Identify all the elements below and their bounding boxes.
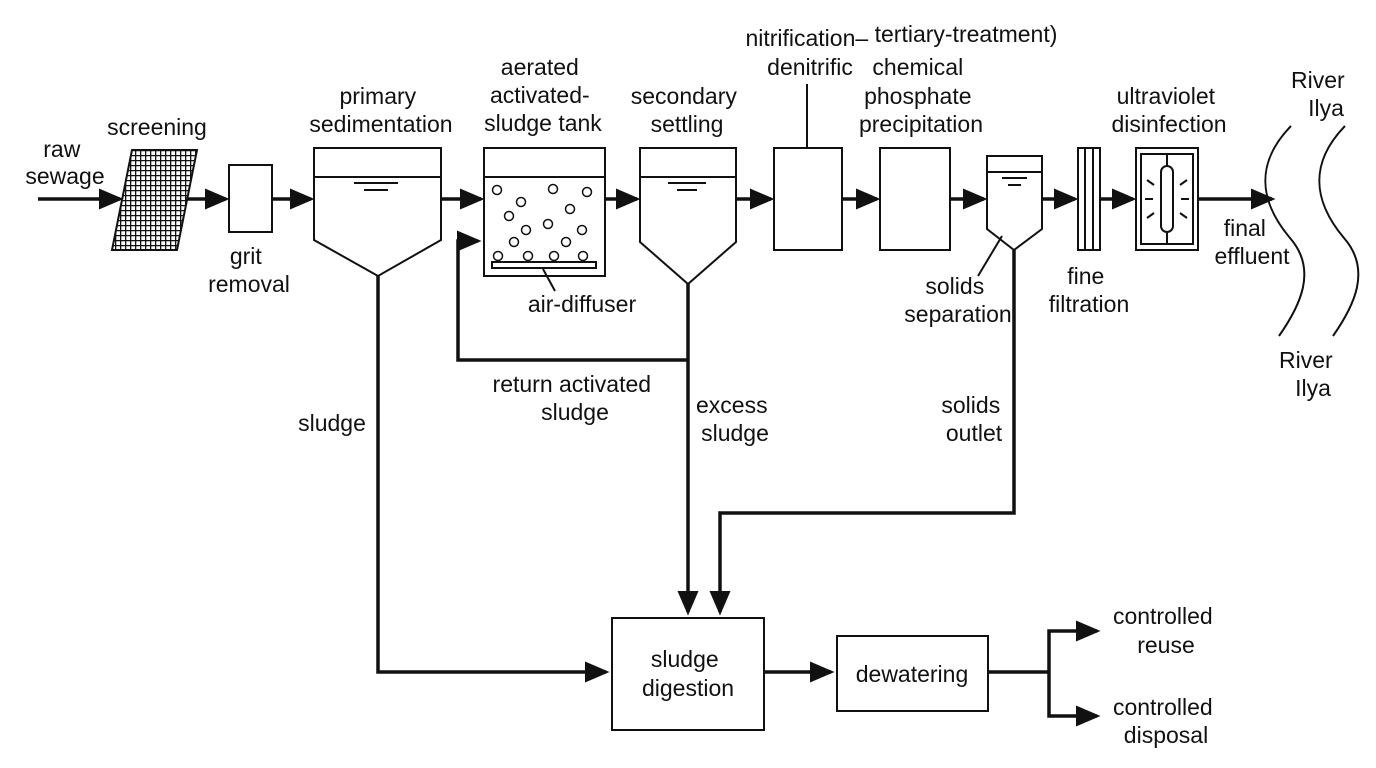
solids-outlet-line [709, 250, 1016, 616]
controlled-reuse-line-1: controlled [1113, 603, 1213, 629]
dewatering-output-lines [988, 620, 1101, 727]
dewatering-label: dewatering [856, 661, 969, 687]
air-bubbles [491, 183, 593, 262]
grit-removal-box [228, 164, 273, 233]
nitrification-line-1: nitrification– [745, 25, 868, 51]
river-top-line-2: Ilya [1308, 95, 1344, 121]
nitrification-box [773, 147, 843, 251]
fine-filtration-unit [1077, 147, 1101, 251]
solids-separation-unit [977, 155, 1043, 277]
chemical-phosphate-line-1: chemical [872, 54, 963, 80]
uv-disinfection-line-2: disinfection [1111, 111, 1226, 137]
final-effluent-label: final effluent [1214, 215, 1290, 269]
solids-outlet-label: solids outlet [941, 392, 1006, 446]
primary-sedimentation-line-2: sedimentation [309, 111, 452, 137]
fine-filtration-line-2: filtration [1049, 291, 1130, 317]
return-activated-sludge-line-2: sludge [541, 399, 609, 425]
solids-outlet-line-2: outlet [946, 420, 1003, 446]
nitrification-label: nitrification– denitrific [745, 25, 874, 80]
controlled-disposal-label: controlled disposal [1113, 694, 1219, 748]
secondary-settling-line-1: secondary [631, 83, 738, 109]
return-activated-sludge-line-1: return activated [493, 371, 652, 397]
fine-filtration-label: fine filtration [1049, 263, 1130, 317]
excess-sludge-label: excess sludge [696, 392, 774, 446]
grit-removal-label: grit removal [208, 243, 290, 297]
aerated-tank-line-2: activated- [490, 82, 590, 108]
screening-label: screening [107, 114, 207, 140]
raw-sewage-line-2: sewage [25, 163, 104, 189]
primary-sludge-line [376, 276, 610, 683]
final-effluent-line-2: effluent [1214, 243, 1290, 269]
controlled-reuse-line-2: reuse [1137, 632, 1195, 658]
controlled-disposal-line-1: controlled [1113, 694, 1213, 720]
river-bottom-line-1: River [1279, 347, 1333, 373]
dewatering-box [836, 635, 989, 712]
air-diffuser-label: air-diffuser [528, 291, 637, 317]
grit-removal-line-1: grit [230, 243, 263, 269]
fine-filtration-line-1: fine [1067, 263, 1104, 289]
aerated-tank-label: aerated activated- sludge tank [484, 54, 602, 136]
river-label-bottom: River Ilya [1279, 347, 1339, 401]
grit-removal-line-2: removal [208, 271, 290, 297]
chemical-phosphate-line-3: precipitation [859, 111, 983, 137]
nitrification-line-2: denitrific [767, 54, 853, 80]
sludge-digestion-line-1: sludge [651, 646, 719, 672]
excess-sludge-line-1: excess [696, 392, 768, 418]
secondary-settling-label: secondary settling [631, 83, 744, 137]
river-label-top: River Ilya [1291, 67, 1351, 121]
river-top-line-1: River [1291, 67, 1345, 93]
primary-sedimentation-tank [313, 147, 442, 278]
secondary-settling-tank [639, 147, 737, 286]
chemical-phosphate-line-2: phosphate [864, 83, 971, 109]
controlled-reuse-label: controlled reuse [1113, 603, 1219, 658]
sludge-digestion-label: sludge digestion [642, 646, 734, 701]
raw-sewage-line-1: raw [43, 136, 80, 162]
solids-outlet-line-1: solids [941, 392, 1000, 418]
controlled-disposal-line-2: disposal [1124, 722, 1208, 748]
uv-rays [1145, 179, 1189, 219]
final-effluent-line-1: final [1224, 215, 1266, 241]
solids-separation-line-2: separation [904, 301, 1011, 327]
solids-separation-line-1: solids [925, 273, 984, 299]
tertiary-treatment-label: tertiary-treatment) [875, 21, 1058, 47]
primary-sedimentation-line-1: primary [339, 83, 416, 109]
excess-sludge-line-2: sludge [701, 420, 769, 446]
river-banks [1264, 125, 1360, 337]
aerated-tank-line-3: sludge tank [484, 110, 602, 136]
uv-disinfection-unit [1135, 147, 1199, 251]
return-activated-sludge-label: return activated sludge [493, 371, 658, 425]
uv-disinfection-label: ultraviolet disinfection [1111, 83, 1226, 137]
chemical-phosphate-box [879, 147, 951, 251]
uv-disinfection-line-1: ultraviolet [1117, 83, 1216, 109]
sludge-digestion-line-2: digestion [642, 675, 734, 701]
sludge-digestion-box [611, 617, 765, 731]
return-activated-sludge-line [456, 230, 688, 362]
sludge-label: sludge [298, 410, 366, 436]
aerated-activated-sludge-tank [483, 147, 606, 292]
chemical-phosphate-label: chemical phosphate precipitation [859, 54, 983, 137]
secondary-settling-line-2: settling [651, 111, 724, 137]
screening-unit [110, 149, 199, 251]
river-bottom-line-2: Ilya [1295, 375, 1331, 401]
aerated-tank-line-1: aerated [501, 54, 579, 80]
air-diffuser-bar [491, 261, 597, 269]
raw-sewage-label: raw sewage [25, 136, 104, 189]
solids-separation-label: solids separation [904, 273, 1011, 327]
primary-sedimentation-label: primary sedimentation [309, 83, 452, 137]
